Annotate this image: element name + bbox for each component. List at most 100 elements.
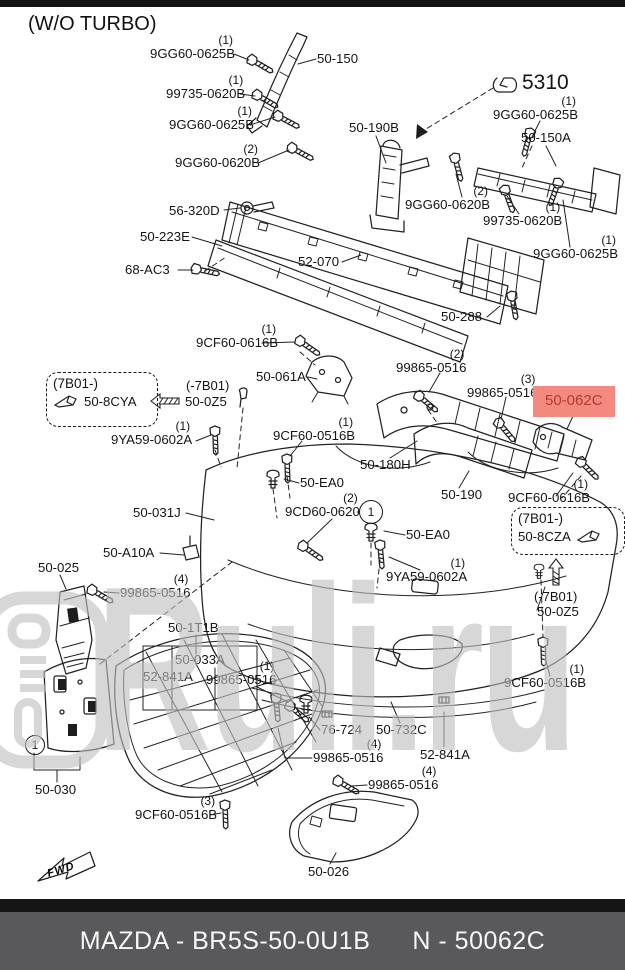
part-label[interactable]: (1)9CF60-0516B <box>273 416 355 443</box>
part-label[interactable]: 50-0Z5 <box>537 604 579 619</box>
part-label[interactable]: 52-841A <box>143 670 193 684</box>
part-label[interactable]: 50-190 <box>441 488 482 502</box>
part-label[interactable]: 76-724 <box>321 723 362 737</box>
part-label[interactable]: 50-061A <box>256 370 306 384</box>
part-number-text: 99865-0516 <box>313 750 384 765</box>
part-label[interactable]: (1)99735-0620B <box>483 201 563 228</box>
part-label[interactable]: 50-732C <box>376 723 427 737</box>
part-label[interactable]: 50-030 <box>35 783 76 797</box>
footer-bar: MAZDA - BR5S-50-0U1B N - 50062C <box>0 912 625 970</box>
part-number-text: 99865-0516 <box>467 385 538 400</box>
variant-arrow: (-7B01)50-0Z5 <box>150 378 229 409</box>
part-label[interactable]: (1)9GG60-0625B <box>169 105 254 132</box>
part-label[interactable]: 50-223E <box>140 230 190 244</box>
part-label[interactable]: 50-288 <box>441 310 482 324</box>
part-label[interactable]: 50-033A <box>175 653 225 667</box>
part-label[interactable]: (4)99865-0516 <box>313 738 384 765</box>
part-label[interactable]: 56-320D <box>169 204 220 218</box>
part-number-text: 56-320D <box>169 203 220 218</box>
quantity-badge: (1) <box>218 33 234 47</box>
part-label[interactable]: (1)9CF60-0516B <box>504 663 586 690</box>
quantity-badge: (2) <box>343 491 358 505</box>
part-label[interactable]: 50-031J <box>133 506 181 520</box>
variant-box: (7B01-)50-8CYA <box>46 372 158 427</box>
part-label[interactable]: 68-AC3 <box>125 263 170 277</box>
quantity-badge: (3) <box>200 794 216 808</box>
variant-range: (-7B01) <box>534 589 578 604</box>
part-number-text: 50-030 <box>35 782 77 797</box>
part-number-text: 99865-0516 <box>206 672 277 687</box>
part-number-text: 76-724 <box>321 722 363 737</box>
quantity-badge: (1) <box>545 200 561 214</box>
part-label[interactable]: (1)9YA59-0602A <box>386 557 467 584</box>
part-label[interactable]: 50-EA0 <box>406 528 450 542</box>
part-label[interactable]: (3)99865-0516 <box>467 373 538 400</box>
part-number-text: 50-150A <box>521 130 571 145</box>
part-label[interactable]: 50-025 <box>38 561 79 575</box>
part-label[interactable]: (3)9CF60-0516B <box>135 795 217 822</box>
part-label[interactable]: 50-150A <box>521 131 571 145</box>
part-label[interactable]: (1)9GG60-0625B <box>493 95 579 122</box>
part-label[interactable]: (1)9YA59-0602A <box>111 420 192 447</box>
quantity-badge: (1) <box>561 94 577 108</box>
part-number-text: 9GG60-0625B <box>493 107 579 122</box>
part-label[interactable]: 50-150 <box>317 52 358 66</box>
part-label[interactable]: (1)99865-0516 <box>206 660 277 687</box>
quantity-badge: (1) <box>259 659 275 673</box>
part-number-text: 52-841A <box>143 669 193 684</box>
variant-arrow-icon <box>547 558 565 586</box>
part-label[interactable]: 52-070 <box>298 255 339 269</box>
part-label[interactable]: (2)99865-0516 <box>396 348 466 375</box>
callout-number[interactable]: 1 <box>359 500 383 524</box>
part-number-text: 50-1T1B <box>168 620 219 635</box>
part-number-text: 99735-0620B <box>483 213 563 228</box>
part-number-text: 50-061A <box>256 369 306 384</box>
part-label-highlighted[interactable]: 50-062C <box>533 386 615 417</box>
part-number-text: 99865-0516 <box>120 585 191 600</box>
part-number-text: 50-A10A <box>103 545 155 560</box>
quantity-badge: (3) <box>520 372 536 386</box>
part-number-text: 50-732C <box>376 722 427 737</box>
part-label[interactable]: (1)9GG60-0625B <box>533 234 618 261</box>
part-label[interactable]: 50-0Z5 <box>185 393 227 409</box>
bracket-icon <box>53 395 77 408</box>
part-number-text: 9CD60-0620 <box>285 504 360 519</box>
part-number-text: 99865-0516 <box>368 777 439 792</box>
part-number-text: 52-841A <box>420 747 470 762</box>
part-label[interactable]: 50-EA0 <box>300 476 344 490</box>
part-number-text: 99735-0620B <box>166 86 246 101</box>
part-number-text: 52-070 <box>298 254 340 269</box>
callout-number[interactable]: 1 <box>25 735 45 755</box>
part-label[interactable]: 50-1T1B <box>168 621 219 635</box>
part-label[interactable]: 50-A10A <box>103 546 154 560</box>
bracket-icon <box>576 530 600 543</box>
part-label[interactable]: 50-180H <box>360 458 411 472</box>
part-label[interactable]: 52-841A <box>420 748 470 762</box>
quantity-badge: (2) <box>473 184 489 198</box>
part-label[interactable]: (4)99865-0516 <box>368 765 439 792</box>
quantity-badge: (2) <box>243 142 259 156</box>
quantity-badge: (2) <box>449 347 465 361</box>
part-label[interactable]: (1)9CF60-0616B <box>196 323 278 350</box>
part-label[interactable]: 5310 <box>522 71 569 94</box>
part-label[interactable]: (4)99865-0516 <box>120 573 191 600</box>
part-label[interactable]: 50-8CZA <box>518 528 571 544</box>
scan-artifact-strip-top <box>0 0 625 7</box>
part-label[interactable]: (1)9GG60-0625B <box>150 34 235 61</box>
quantity-badge: (1) <box>569 662 585 676</box>
quantity-badge: (1) <box>450 556 466 570</box>
footer-catalog-code: MAZDA - BR5S-50-0U1B <box>79 926 371 955</box>
part-label[interactable]: (1)99735-0620B <box>166 74 246 101</box>
quantity-badge: (1) <box>601 233 617 247</box>
part-label[interactable]: (1)9CF60-0616B <box>508 478 590 505</box>
part-label[interactable]: 50-8CYA <box>84 393 137 409</box>
part-label[interactable]: (2)9CD60-0620 <box>285 492 360 519</box>
part-label[interactable]: 50-026 <box>308 865 349 879</box>
part-label[interactable]: 50-190B <box>349 121 399 135</box>
part-label[interactable]: (2)9GG60-0620B <box>405 185 490 212</box>
part-number-text: 50-EA0 <box>406 527 450 542</box>
part-label[interactable]: (2)9GG60-0620B <box>175 143 260 170</box>
part-number-text: 50-190B <box>349 120 399 135</box>
